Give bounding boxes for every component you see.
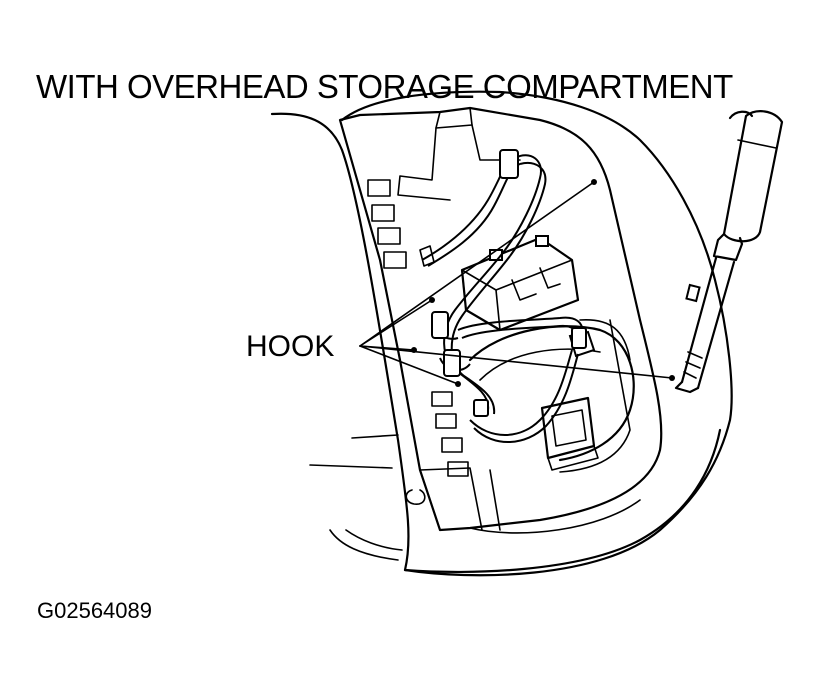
hook-leader-lines bbox=[359, 181, 673, 385]
figure-id: G02564089 bbox=[37, 598, 152, 623]
headliner-panel bbox=[270, 90, 733, 577]
hook-callout-label: HOOK bbox=[246, 330, 335, 363]
storage-compartment-housing bbox=[338, 106, 663, 534]
rectangular-switch bbox=[540, 396, 599, 471]
diagram-title: WITH OVERHEAD STORAGE COMPARTMENT bbox=[36, 68, 733, 105]
switch-connector-block bbox=[460, 235, 580, 332]
screwdriver-tool bbox=[674, 110, 784, 394]
wire-harness bbox=[421, 149, 587, 443]
